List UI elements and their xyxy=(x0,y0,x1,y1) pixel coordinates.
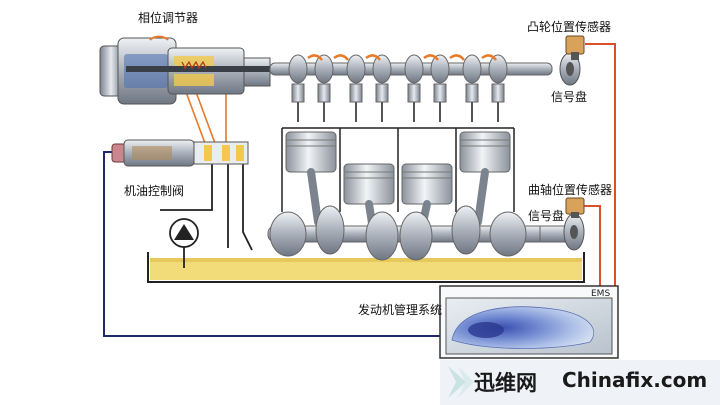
cam-lobes xyxy=(288,54,508,84)
piston-rings xyxy=(286,139,510,179)
red-wire xyxy=(583,43,616,286)
cam-position-sensor xyxy=(565,35,585,60)
valve-train xyxy=(291,83,505,122)
label-phase-adjuster: 相位调节器 xyxy=(138,11,199,25)
label-ems: 发动机管理系统 xyxy=(358,303,443,317)
label-cam-sensor: 凸轮位置传感器 xyxy=(527,20,612,34)
oil-passages xyxy=(185,91,227,147)
cylinder-walls xyxy=(281,127,515,212)
watermark-cn: 迅维网 xyxy=(474,371,537,395)
label-crank-sensor: 曲轴位置传感器 xyxy=(528,183,613,197)
rotation-arrows xyxy=(307,54,497,61)
label-cam-signal-disc: 信号盘 xyxy=(551,90,588,104)
oil-pump xyxy=(169,218,199,248)
label-oil-control-valve: 机油控制阀 xyxy=(124,184,185,198)
ems-unit xyxy=(439,285,619,359)
oil-control-valve xyxy=(111,139,249,167)
label-crank-signal-disc: 信号盘 xyxy=(528,209,565,223)
oil-lines xyxy=(160,164,253,268)
watermark-band xyxy=(440,360,720,405)
ems-screen-label: EMS xyxy=(591,289,611,299)
pistons xyxy=(285,131,511,205)
phase-adjuster xyxy=(99,35,276,105)
crankshaft xyxy=(267,205,571,261)
crank-position-sensor xyxy=(565,197,585,218)
watermark-en: Chinafix.com xyxy=(562,368,708,392)
crank-signal-disc xyxy=(563,213,585,251)
oil-pan xyxy=(147,252,585,283)
